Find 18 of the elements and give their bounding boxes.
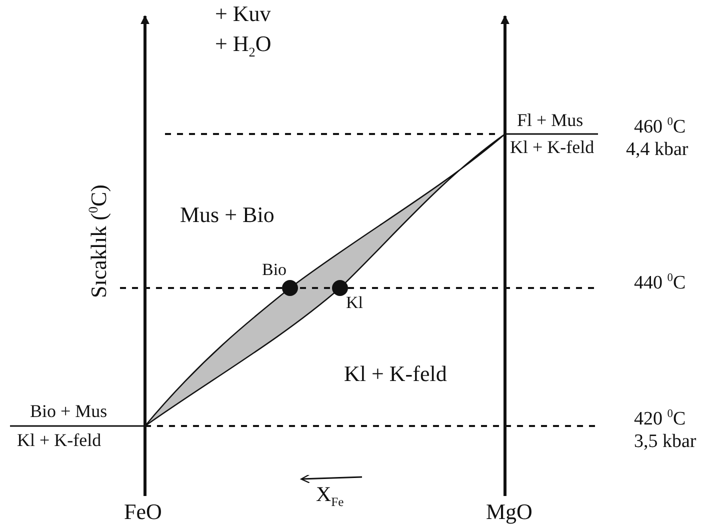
pressure-label: 3,5 kbar: [634, 432, 696, 453]
phase-label: + H$_{2}$O: [215, 32, 272, 60]
temperature-label: 440 $^{0}$C: [634, 272, 686, 294]
point-label: Bio: [262, 261, 287, 280]
point-label: Kl: [346, 294, 363, 313]
temperature-label: 460 $^{0}$C: [634, 116, 686, 138]
temperature-label: 420 $^{0}$C: [634, 408, 686, 430]
phase-label: + Kuv: [215, 2, 271, 26]
pressure-label: 4,4 kbar: [626, 140, 688, 161]
axis-label: MgO: [486, 500, 532, 524]
reaction-label: Bio + Mus: [30, 402, 108, 422]
axis-label: FeO: [124, 500, 162, 524]
phase-field-label: Kl + K-feld: [344, 362, 447, 386]
reaction-label: Fl + Mus: [517, 111, 584, 131]
reaction-label: Kl + K-feld: [17, 431, 102, 451]
phase-field-label: Mus + Bio: [180, 203, 274, 228]
axis-label: X$_{Fe}$: [316, 483, 344, 510]
reaction-label: Kl + K-feld: [510, 138, 594, 158]
